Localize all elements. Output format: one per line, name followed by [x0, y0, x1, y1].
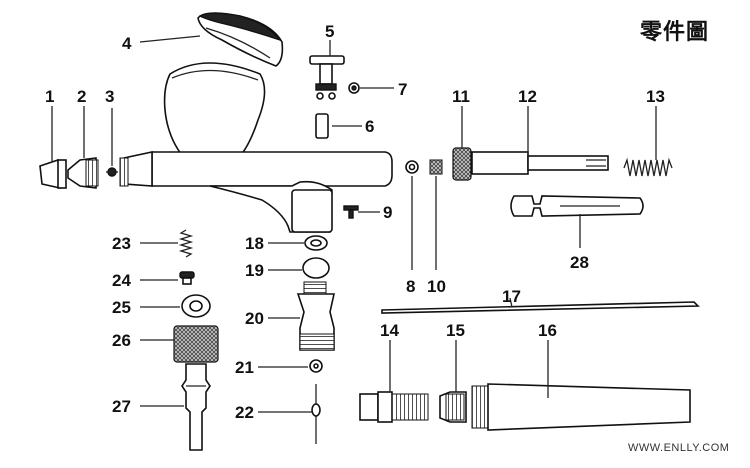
part-6-air-valve-pin: [315, 113, 329, 139]
label-3: 3: [105, 87, 114, 106]
part-11-needle-chucking-guide: [452, 147, 472, 181]
part-cup-lid: [197, 12, 284, 67]
part-28-wrench: [510, 195, 644, 217]
label-4: 4: [122, 34, 132, 53]
label-23: 23: [112, 234, 131, 253]
label-10: 10: [427, 277, 446, 296]
label-17: 17: [502, 287, 521, 306]
part-21-valve-washer: [309, 359, 323, 373]
part-3-nozzle: [106, 167, 118, 177]
label-7: 7: [398, 80, 407, 99]
part-9-screw: [343, 205, 359, 219]
part-5-trigger: [309, 55, 345, 100]
label-18: 18: [245, 234, 264, 253]
part-25-rubber-washer: [181, 294, 211, 318]
part-10-needle-chucking-nut: [429, 159, 443, 175]
label-20: 20: [245, 309, 264, 328]
label-14: 14: [380, 321, 399, 340]
part-16-handle: [471, 383, 691, 431]
part-22-valve-stem: [311, 384, 321, 444]
label-22: 22: [235, 403, 254, 422]
label-19: 19: [245, 261, 264, 280]
label-15: 15: [446, 321, 465, 340]
part-14-cutaway-handle-fitting: [359, 391, 429, 423]
label-11: 11: [452, 87, 470, 106]
part-18-o-ring: [304, 235, 328, 251]
part-15-handle-nut: [439, 391, 467, 423]
part-27-air-inlet-connector: [181, 363, 211, 451]
part-8-washer: [405, 160, 419, 174]
label-12: 12: [518, 87, 537, 106]
label-1: 1: [45, 87, 54, 106]
diagram-title: 零件圖: [640, 20, 710, 45]
part-19-valve-cap: [302, 257, 330, 279]
label-9: 9: [383, 203, 392, 222]
part-airbrush-body: [119, 62, 393, 233]
label-25: 25: [112, 298, 131, 317]
label-28: 28: [570, 253, 589, 272]
part-13-spring: [623, 157, 673, 177]
label-16: 16: [538, 321, 557, 340]
watermark-text: WWW.ENLLY.COM: [628, 442, 730, 454]
part-24-valve-piston: [179, 271, 195, 285]
part-23-spring: [178, 229, 194, 258]
callout-numbers: 1 2 3 4 5 6 7 8 9 10 11 12 13 14 15 16 1…: [45, 22, 665, 422]
label-8: 8: [406, 277, 415, 296]
part-1-nozzle-cap: [39, 158, 67, 190]
label-27: 27: [112, 397, 131, 416]
label-24: 24: [112, 271, 131, 290]
part-26-air-inlet-nut: [173, 325, 219, 363]
label-2: 2: [77, 87, 86, 106]
part-12-needle-spring-guide: [471, 151, 609, 175]
label-13: 13: [646, 87, 665, 106]
leader-lines: [51, 35, 657, 413]
label-5: 5: [325, 22, 334, 41]
label-21: 21: [235, 358, 254, 377]
part-20-air-valve-body: [296, 281, 335, 351]
part-7-small-ring: [348, 82, 360, 94]
part-2-nozzle-cap-body: [67, 157, 99, 189]
label-6: 6: [365, 117, 374, 136]
part-17-needle: [381, 301, 700, 314]
label-26: 26: [112, 331, 131, 350]
